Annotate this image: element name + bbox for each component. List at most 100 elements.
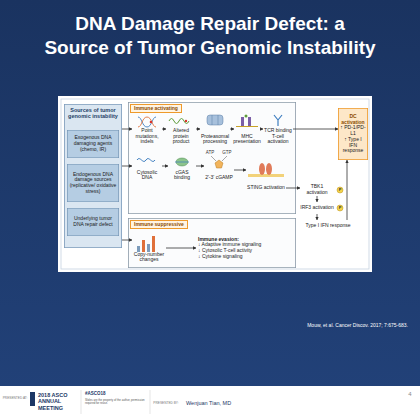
node-heading: Exogenous DNA damaging agents (chemo, IR… xyxy=(69,135,117,152)
molecule-label: ATP xyxy=(206,150,214,155)
cgas-icon xyxy=(175,158,189,166)
copy-bar xyxy=(137,246,140,252)
pathway-step: TCR binding T-cell activation xyxy=(263,112,293,146)
pathway-step: Copy-number changes xyxy=(132,232,166,264)
tcr-icon xyxy=(274,115,282,126)
flow-arrow xyxy=(286,188,300,189)
flow-arrow xyxy=(166,248,196,249)
footer-divider xyxy=(150,390,151,414)
slide-title: DNA Damage Repair Defect: a Source of Tu… xyxy=(10,12,410,60)
pathway-step: Type I IFN response xyxy=(300,220,356,232)
mhc-chain xyxy=(248,117,251,126)
phosphate-circle xyxy=(337,187,343,193)
proteasome-icon xyxy=(207,115,223,125)
helix-strand xyxy=(138,117,156,127)
flow-arrow xyxy=(234,170,246,171)
footer-text: #ASCO18 xyxy=(85,391,106,396)
helix-strand xyxy=(138,117,156,127)
bound-dna xyxy=(175,162,189,163)
footer-strip xyxy=(0,386,420,420)
node-heading: DC activation xyxy=(340,114,366,126)
mhc-chain xyxy=(241,117,244,126)
node-heading: Point mutations, indels xyxy=(132,128,162,145)
node-heading: Altered protein product xyxy=(166,128,196,145)
footer-text: PRESENTED BY: xyxy=(153,402,178,406)
flow-arrow xyxy=(196,166,204,167)
pathway-step: Proteasomal processing xyxy=(200,112,230,146)
asco-logo-mark xyxy=(30,392,35,406)
node-heading: TCR binding T-cell activation xyxy=(263,128,293,145)
footer-text: PRESENTED AT: xyxy=(3,397,28,401)
protein-icon xyxy=(169,119,189,124)
altered-residue xyxy=(185,120,187,122)
node-text: ↓ Cytokine signaling xyxy=(198,254,242,260)
protein-chain xyxy=(169,119,189,124)
flow-arrow xyxy=(293,129,338,130)
footer-text: Wenjuan Tian, MD xyxy=(186,400,231,406)
cgamp-icon xyxy=(211,156,227,168)
node-heading: 2'-3' cGAMP xyxy=(205,175,233,181)
pathway-step: STING activation xyxy=(246,158,286,192)
copy-bar xyxy=(142,240,145,252)
flow-arrow xyxy=(122,240,132,241)
tcr-receptor xyxy=(274,115,282,126)
flow-arrow xyxy=(317,196,318,202)
output-box: DC activation↑ PD-1/PD-L1↑ Type I IFN re… xyxy=(338,108,368,160)
flow-arrow xyxy=(196,129,200,130)
phosphate-circle xyxy=(337,205,343,211)
flow-arrow xyxy=(317,214,318,220)
sting-icon xyxy=(248,163,284,177)
proteasome-ring xyxy=(212,115,213,125)
sting-dimer xyxy=(266,163,272,175)
copy-bar xyxy=(147,244,150,252)
flow-arrow xyxy=(347,160,348,220)
pathway-step: cGAS binding xyxy=(168,150,196,182)
pathway-step: Cytosolic DNA xyxy=(132,150,162,182)
peptide xyxy=(245,115,248,118)
source-box: Exogenous DNA damaging agents (chemo, IR… xyxy=(67,130,119,158)
node-heading: TBK1 activation xyxy=(300,184,334,196)
flow-arrow xyxy=(230,129,234,130)
node-heading: Immune activating xyxy=(130,104,182,113)
flow-arrow xyxy=(162,166,168,167)
mutation-dot xyxy=(150,121,153,124)
node-heading: IRF3 activation xyxy=(300,205,333,211)
figure-panel xyxy=(58,96,372,272)
effect-box: Immune evasion:↓ Adaptive immune signali… xyxy=(196,230,292,266)
footer-divider xyxy=(81,390,82,414)
node-heading: Type I IFN response xyxy=(305,223,350,229)
citation: Mouw, et al. Cancer Discov. 2017; 7:675-… xyxy=(307,323,408,329)
pathway-region: Immune activatingPoint mutations, indels… xyxy=(128,102,296,214)
cgas-enzyme xyxy=(176,158,188,166)
node-heading: cGAS binding xyxy=(168,170,196,182)
footer-text: Slides are the property of the author, p… xyxy=(85,399,147,405)
synthesis-line xyxy=(211,156,227,161)
sting-dimer xyxy=(259,163,265,175)
node-heading: Cytosolic DNA xyxy=(132,170,162,182)
flow-arrow xyxy=(122,166,132,167)
molecule-label: P xyxy=(339,188,342,193)
pathway-region: Immune suppressiveCopy-number changesImm… xyxy=(128,218,296,268)
node-heading: Endogenous DNA damage sources (replicati… xyxy=(69,172,117,195)
mhc-icon xyxy=(236,115,258,127)
proteasome-ring xyxy=(218,115,219,125)
figure-frame xyxy=(61,99,369,269)
membrane xyxy=(236,126,258,127)
node-heading: Sources of tumor genomic instability xyxy=(67,107,119,120)
source-box: Endogenous DNA damage sources (replicati… xyxy=(67,164,119,202)
node-heading: Copy-number changes xyxy=(132,252,166,264)
pathway-step: Point mutations, indels xyxy=(132,112,162,146)
flow-arrow xyxy=(162,129,166,130)
pathway-step: IRF3 activation xyxy=(300,202,334,214)
cgamp-molecule xyxy=(215,160,223,168)
node-heading: Proteasomal processing xyxy=(200,134,230,146)
cytosolic-dna-icon xyxy=(137,159,155,162)
source-panel: Sources of tumor genomic instabilityExog… xyxy=(64,104,122,248)
copy-bar xyxy=(152,236,155,252)
source-box: Underlying tumor DNA repair defect xyxy=(67,208,119,236)
node-text: ↑ Type I IFN response xyxy=(340,137,366,154)
node-text: ↑ PD-1/PD-L1 xyxy=(340,125,366,137)
dna-helix-icon xyxy=(138,117,156,127)
